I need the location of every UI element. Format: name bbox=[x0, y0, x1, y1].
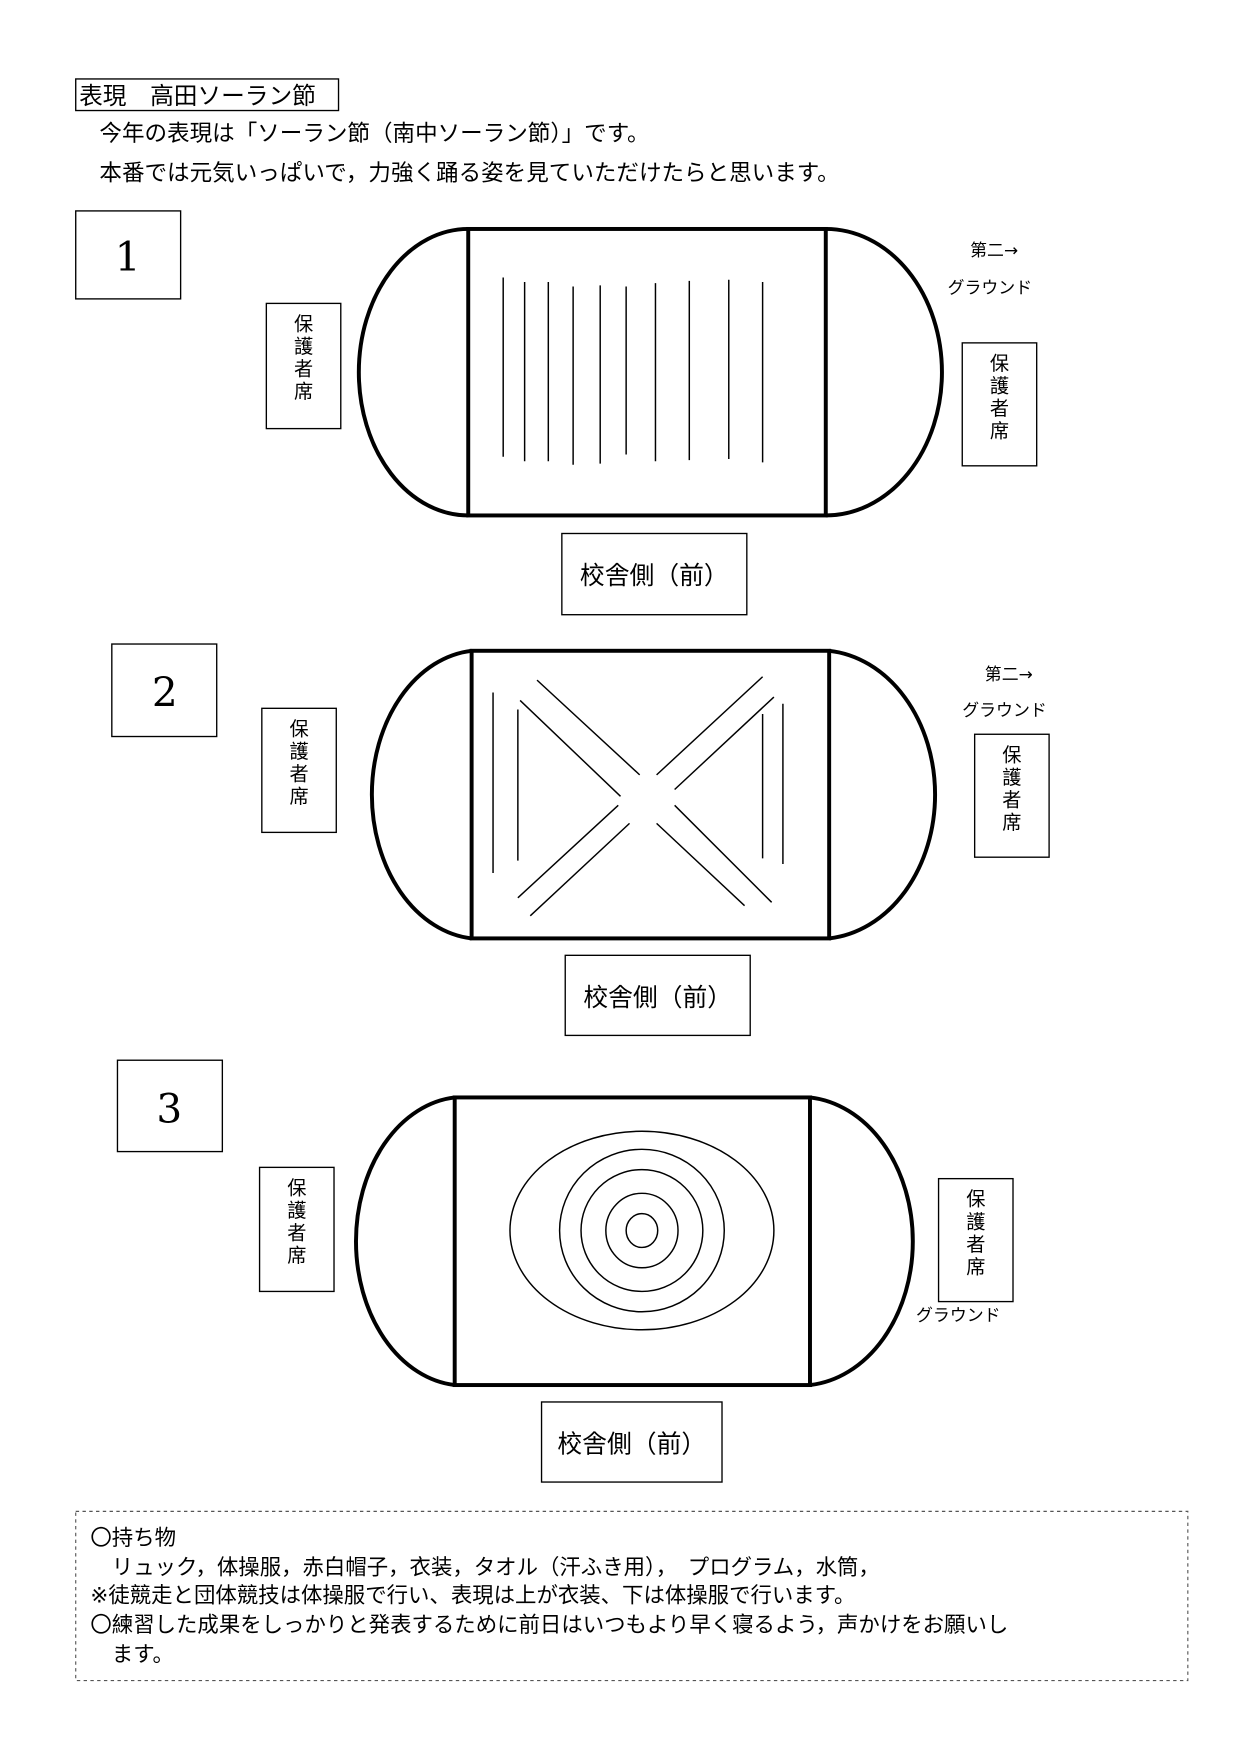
guardian-seat-left: 保 護 者 席 bbox=[258, 1166, 335, 1293]
formation-number: 3 bbox=[156, 1084, 182, 1132]
svg-text:者: 者 bbox=[1002, 788, 1021, 811]
svg-text:保: 保 bbox=[287, 1176, 306, 1199]
school-side-box bbox=[540, 1401, 723, 1483]
title-box bbox=[75, 78, 340, 112]
svg-text:者: 者 bbox=[289, 763, 308, 786]
formation-lines-vertical bbox=[502, 277, 764, 465]
second-ground-arrow-label: 第二→ bbox=[970, 240, 1018, 260]
svg-text:者: 者 bbox=[294, 358, 313, 381]
svg-text:保: 保 bbox=[990, 352, 1009, 375]
guardian-seat-right: 保 護 者 席 bbox=[961, 342, 1038, 467]
formation-number-box bbox=[75, 210, 182, 300]
intro-line-1: 今年の表現は「ソーラン節（南中ソーラン節）」です。 bbox=[99, 121, 649, 147]
guardian-seat-right: 保 護 者 席 bbox=[973, 733, 1050, 858]
svg-text:者: 者 bbox=[966, 1233, 985, 1256]
formation-number: 2 bbox=[152, 668, 178, 716]
svg-text:護: 護 bbox=[289, 740, 308, 763]
svg-text:席: 席 bbox=[1002, 811, 1021, 834]
ground-label: グラウンド bbox=[948, 277, 1033, 297]
field-outline bbox=[369, 648, 937, 941]
svg-text:保: 保 bbox=[294, 312, 313, 335]
formation-2: 2 保 護 者 席 保 bbox=[111, 643, 1050, 1037]
formation-number-box bbox=[111, 643, 218, 738]
guardian-seat-right: 保 護 者 席 bbox=[937, 1177, 1014, 1303]
formation-concentric-circles bbox=[509, 1130, 775, 1331]
formation-3: 3 保 護 者 席 保 護 者 席 グラウンド 校舎 bbox=[116, 1059, 1014, 1483]
svg-text:席: 席 bbox=[990, 420, 1009, 443]
ground-label: グラウンド bbox=[916, 1305, 1001, 1325]
school-side-box bbox=[564, 954, 751, 1037]
second-ground-arrow-label: 第二→ bbox=[985, 664, 1033, 684]
ground-label: グラウンド bbox=[962, 700, 1047, 720]
page-title: 表現 高田ソーラン節 bbox=[79, 82, 316, 110]
svg-text:護: 護 bbox=[966, 1210, 985, 1233]
request-line-1: 〇練習した成果をしっかりと発表するために前日はいつもより早く寝るよう，声かけをお… bbox=[90, 1613, 1008, 1638]
svg-text:者: 者 bbox=[990, 397, 1009, 420]
svg-text:護: 護 bbox=[294, 335, 313, 358]
attire-note: ※徒競走と団体競技は体操服で行い、表現は上が衣装、下は体操服で行います。 bbox=[90, 1584, 855, 1609]
svg-text:席: 席 bbox=[287, 1244, 306, 1267]
formation-number-box bbox=[116, 1059, 224, 1153]
svg-text:保: 保 bbox=[966, 1188, 985, 1211]
school-side-label: 校舎側（前） bbox=[580, 561, 729, 590]
svg-text:保: 保 bbox=[289, 717, 308, 740]
formation-1: 1 保 護 者 席 保 護 者 bbox=[75, 210, 1038, 616]
field-outline bbox=[354, 1095, 915, 1388]
items-heading: 〇持ち物 bbox=[90, 1526, 176, 1551]
school-side-box bbox=[561, 532, 748, 616]
guardian-seat-left: 保 護 者 席 bbox=[261, 707, 337, 834]
intro-line-2: 本番では元気いっぱいで，力強く踊る姿を見ていただけたらと思います。 bbox=[99, 160, 839, 186]
svg-text:席: 席 bbox=[966, 1255, 985, 1278]
items-list: リュック，体操服，赤白帽子，衣装，タオル（汗ふき用）， プログラム，水筒， bbox=[90, 1556, 879, 1581]
formation-number: 1 bbox=[115, 233, 141, 281]
field-outline bbox=[356, 226, 944, 518]
school-side-label: 校舎側（前） bbox=[557, 1430, 706, 1459]
svg-text:者: 者 bbox=[287, 1222, 306, 1245]
school-side-label: 校舎側（前） bbox=[583, 983, 732, 1012]
svg-text:護: 護 bbox=[287, 1199, 306, 1222]
svg-text:席: 席 bbox=[294, 380, 313, 403]
svg-text:保: 保 bbox=[1002, 743, 1021, 766]
formation-lines-x-cross bbox=[492, 676, 784, 917]
notes-box: 〇持ち物 リュック，体操服，赤白帽子，衣装，タオル（汗ふき用）， プログラム，水… bbox=[75, 1510, 1189, 1682]
svg-text:席: 席 bbox=[289, 785, 308, 808]
request-line-2: ます。 bbox=[90, 1642, 173, 1667]
svg-text:護: 護 bbox=[990, 375, 1009, 398]
svg-text:護: 護 bbox=[1002, 766, 1021, 789]
guardian-seat-left: 保 護 者 席 bbox=[265, 302, 342, 430]
